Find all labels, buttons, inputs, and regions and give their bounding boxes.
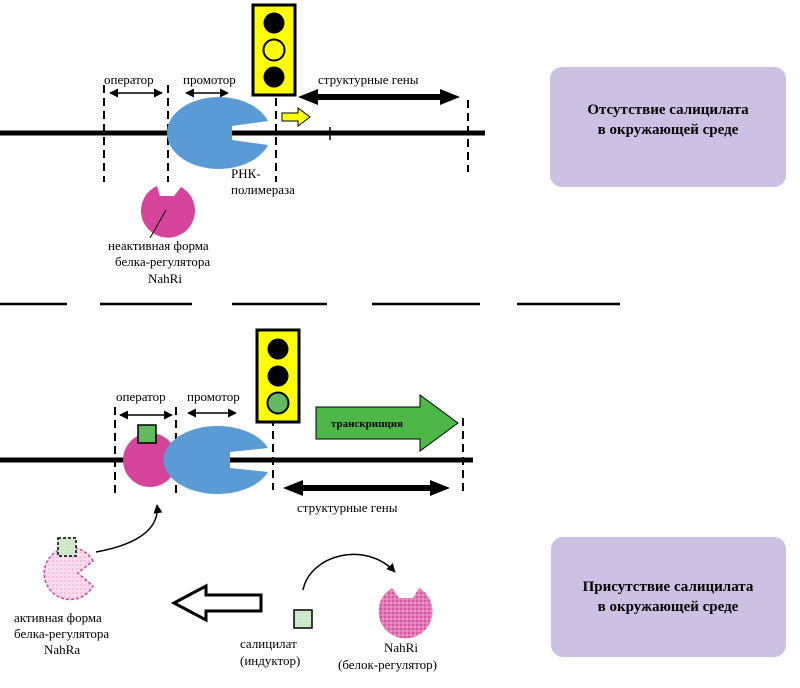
active-repressor-nahra	[43, 546, 94, 601]
rnap-label-line2: полимераза	[231, 182, 295, 197]
condition-absent-line2: в окружающей среде	[598, 122, 739, 138]
inactive-repressor-nahri	[140, 186, 195, 238]
nahri-regulator	[378, 588, 433, 639]
structural-genes-arrow	[283, 480, 450, 496]
condition-box-absent	[550, 67, 786, 187]
inducer-arrow	[302, 553, 396, 591]
red-lamp	[263, 12, 285, 34]
rna-polymerase-top	[166, 96, 268, 170]
top-panel: оператор промотор структурные гены РНК- …	[0, 3, 786, 286]
red-lamp	[267, 338, 289, 360]
nahri-label-line2: (белок-регулятор)	[338, 657, 437, 672]
condition-present-line1: Присутствие салицилата	[583, 579, 754, 595]
active-label-line1: активная форма	[14, 610, 102, 625]
yellow-start-arrow	[281, 107, 311, 127]
salicylate-inducer	[293, 609, 313, 629]
repressor-pointer	[149, 209, 167, 239]
structural-genes-arrow	[298, 89, 460, 105]
repressor-label-line1: неактивная форма	[108, 238, 209, 253]
salicylate-on-nahra	[57, 537, 77, 557]
active-label-line3: NahRa	[44, 642, 80, 657]
promoter-label: промотор	[187, 389, 240, 404]
traffic-light-yellow	[251, 3, 297, 97]
yellow-lamp	[267, 365, 289, 387]
yellow-lamp	[262, 38, 286, 62]
structural-genes-label: структурные гены	[297, 500, 398, 515]
traffic-light-green	[255, 328, 301, 424]
green-lamp	[263, 66, 285, 88]
condition-absent-line1: Отсутствие салицилата	[587, 102, 749, 118]
structural-genes-label: структурные гены	[318, 72, 419, 87]
nahri-label-line1: NahRi	[384, 640, 418, 655]
salicylate-label-line1: салицилат	[240, 636, 297, 651]
condition-present-line2: в окружающей среде	[598, 599, 739, 615]
repressor-label-line2: белка-регулятора	[115, 254, 210, 269]
bottom-panel: оператор промотор транскрипция структурн…	[0, 328, 786, 672]
rna-polymerase-bottom	[163, 425, 268, 494]
operator-label: оператор	[104, 72, 154, 87]
condition-box-present	[551, 537, 786, 657]
active-label-line2: белка-регулятора	[14, 626, 109, 641]
salicylate-label-line2: (индуктор)	[240, 653, 300, 668]
rnap-label-line1: РНК-	[231, 166, 261, 181]
transcription-label: транскрипция	[331, 418, 403, 430]
operator-label: оператор	[116, 389, 166, 404]
salicylate-bound	[137, 424, 157, 444]
repressor-label-line3: NahRi	[148, 271, 182, 286]
conversion-arrow	[170, 583, 263, 623]
active-repressor-bound	[123, 433, 177, 487]
green-lamp	[266, 391, 290, 415]
binding-arrow	[95, 504, 163, 553]
promoter-label: промотор	[183, 72, 236, 87]
transcription-arrow: транскрипция	[315, 394, 459, 452]
